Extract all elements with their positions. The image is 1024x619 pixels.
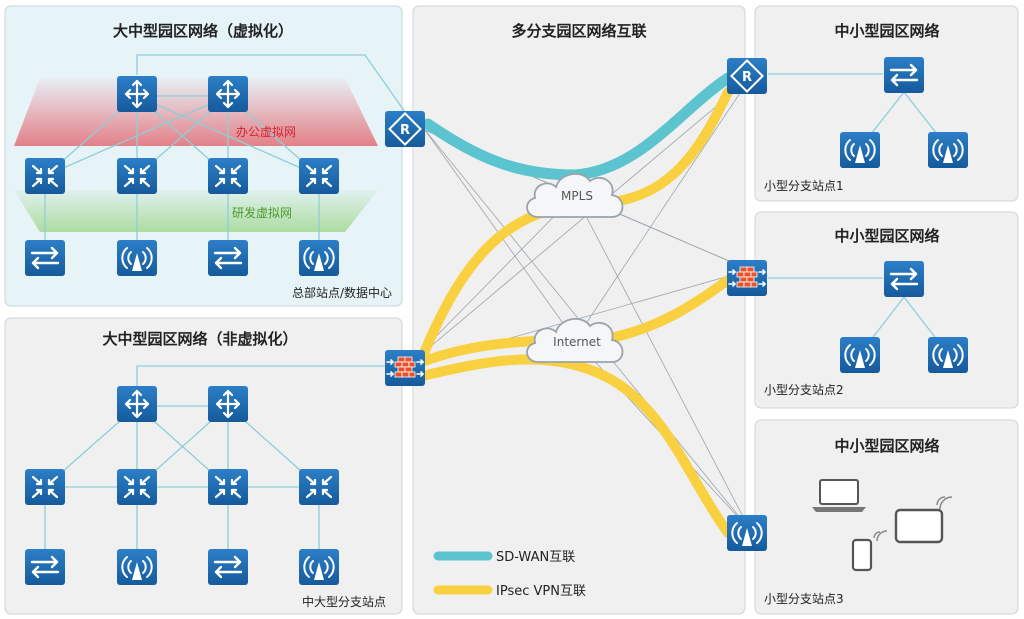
aggregation-switch-icon [117, 158, 157, 194]
firewall-icon [727, 260, 767, 296]
aggregation-switch-icon [299, 158, 339, 194]
router-icon [385, 111, 425, 147]
hq-site-label: 总部站点/数据中心 [292, 285, 392, 300]
legend: SD-WAN互联 IPsec VPN互联 [433, 550, 586, 599]
small1-site-label: 小型分支站点1 [764, 179, 844, 193]
small3-site-label: 小型分支站点3 [764, 592, 844, 606]
wireless-ap-icon [840, 132, 880, 168]
rd-vn-label: 研发虚拟网 [232, 205, 292, 220]
interconnect-title: 多分支园区网络互联 [511, 22, 647, 40]
access-switch-icon [25, 240, 65, 276]
aggregation-switch-icon [117, 469, 157, 505]
legend-sdwan-label: SD-WAN互联 [496, 550, 575, 565]
wireless-ap-icon [299, 549, 339, 585]
midsize-site-label: 中大型分支站点 [302, 594, 386, 609]
legend-ipsec-label: IPsec VPN互联 [496, 584, 586, 599]
tablet-icon [894, 496, 953, 544]
laptop-icon [812, 479, 866, 512]
small2-title: 中小型园区网络 [834, 227, 939, 245]
small3-title: 中小型园区网络 [834, 437, 939, 455]
access-switch-icon [884, 57, 924, 93]
small1-title: 中小型园区网络 [834, 22, 939, 40]
firewall-icon [385, 350, 425, 386]
wireless-ap-icon [840, 337, 880, 373]
small2-site-label: 小型分支站点2 [764, 383, 844, 397]
mpls-label: MPLS [561, 189, 593, 203]
core-switch-icon [208, 76, 248, 112]
internet-label: Internet [553, 335, 601, 349]
wireless-ap-icon [727, 515, 767, 551]
wireless-ap-icon [928, 337, 968, 373]
aggregation-switch-icon [25, 158, 65, 194]
wireless-ap-icon [928, 132, 968, 168]
access-switch-icon [208, 549, 248, 585]
wireless-ap-icon [117, 549, 157, 585]
midsize-title: 大中型园区网络（非虚拟化） [102, 330, 297, 348]
core-switch-icon [208, 386, 248, 422]
office-vn-label: 办公虚拟网 [236, 124, 296, 139]
core-switch-icon [117, 386, 157, 422]
aggregation-switch-icon [299, 469, 339, 505]
wireless-ap-icon [117, 240, 157, 276]
rd-virtual-network-band [14, 190, 378, 232]
access-switch-icon [25, 549, 65, 585]
office-virtual-network-band [14, 78, 378, 146]
router-icon [727, 58, 767, 94]
access-switch-icon [208, 240, 248, 276]
access-switch-icon [884, 261, 924, 297]
aggregation-switch-icon [208, 469, 248, 505]
core-switch-icon [117, 76, 157, 112]
hq-title: 大中型园区网络（虚拟化） [113, 22, 293, 40]
wireless-ap-icon [299, 240, 339, 276]
aggregation-switch-icon [25, 469, 65, 505]
aggregation-switch-icon [208, 158, 248, 194]
phone-icon [851, 530, 888, 572]
